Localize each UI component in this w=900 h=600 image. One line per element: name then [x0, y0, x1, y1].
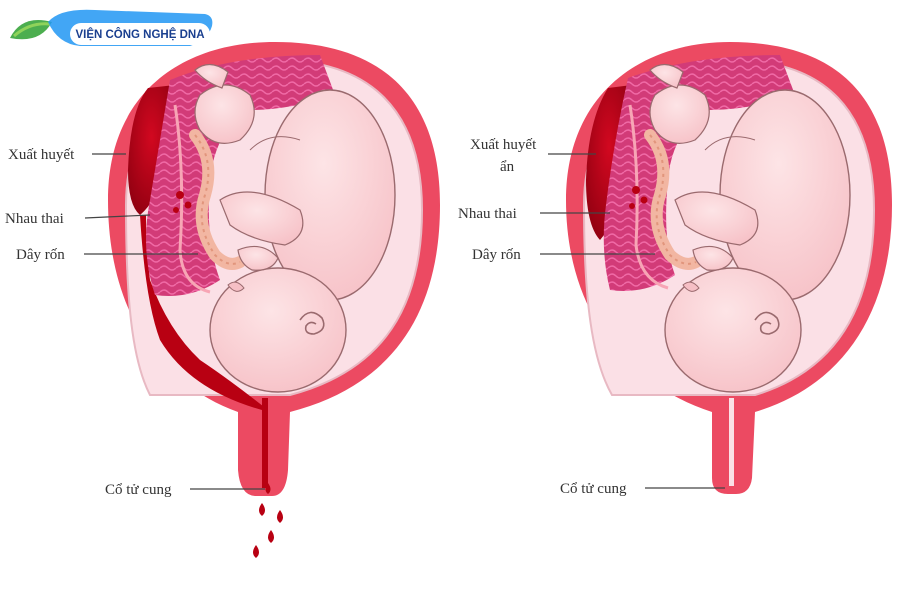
left-leader-lines [84, 153, 265, 490]
hemorrhage-blood [128, 85, 175, 215]
label-hemorrhage: Xuất huyết [8, 147, 75, 163]
label-placenta: Nhau thai [458, 206, 517, 222]
placenta [146, 55, 335, 296]
label-cervix: Cổ tử cung [560, 481, 627, 497]
logo-text: VIỆN CÔNG NGHỆ DNA [75, 28, 204, 41]
label-placenta: Nhau thai [5, 211, 64, 227]
label-cord: Dây rốn [472, 247, 521, 263]
blood-trickle [140, 215, 268, 410]
logo-leaf-icon [10, 20, 52, 40]
right-uterus-diagram: Xuất huyết ẩn Nhau thai Dây rốn Cổ tử cu… [458, 42, 892, 497]
blood-drops [253, 483, 283, 558]
label-hemorrhage-line2: ẩn [500, 159, 515, 175]
cervical-canal [262, 398, 268, 488]
label-cervix: Cổ tử cung [105, 482, 172, 498]
label-cord: Dây rốn [16, 247, 65, 263]
cervical-canal [729, 398, 734, 486]
brand-logo[interactable]: VIỆN CÔNG NGHỆ DNA [10, 9, 213, 46]
fetus [649, 63, 851, 393]
logo-pill [70, 23, 210, 45]
right-leader-lines [540, 153, 725, 489]
left-uterus-diagram: Xuất huyết Nhau thai Dây rốn Cổ tử cung [5, 42, 440, 558]
label-hemorrhage-line1: Xuất huyết [470, 137, 537, 153]
fetus [194, 63, 396, 393]
